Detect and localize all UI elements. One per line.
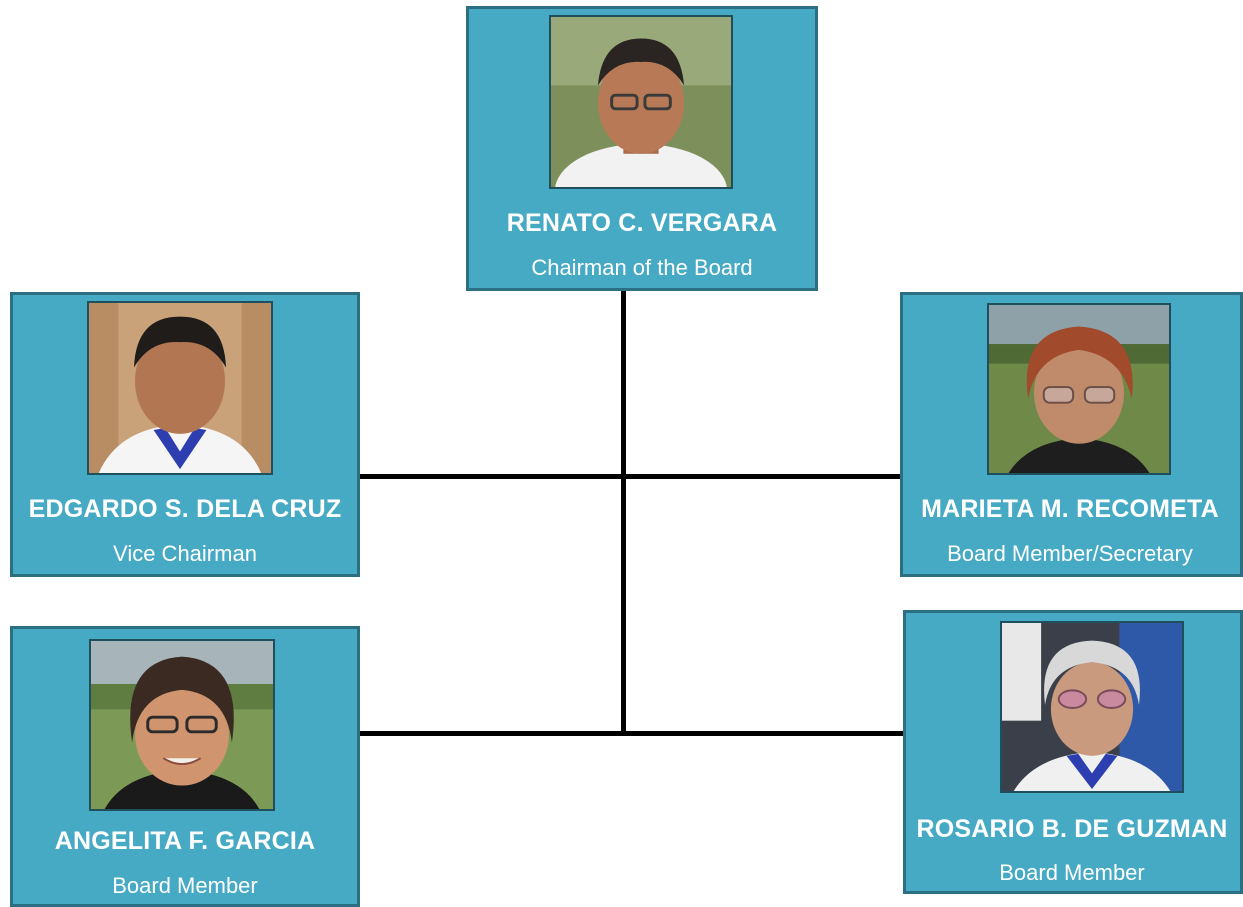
connector-horizontal-upper (357, 474, 903, 479)
member-title: Chairman of the Board (531, 255, 753, 280)
member-title: Board Member (999, 860, 1145, 885)
member-card-garcia: ANGELITA F. GARCIA Board Member (10, 626, 360, 907)
connector-horizontal-lower (357, 731, 905, 736)
member-card-chairman: RENATO C. VERGARA Chairman of the Board (466, 6, 818, 291)
member-title: Board Member/Secretary (947, 541, 1193, 566)
member-card-secretary: MARIETA M. RECOMETA Board Member/Secreta… (900, 292, 1243, 577)
member-photo (1000, 621, 1184, 793)
member-name: EDGARDO S. DELA CRUZ (28, 495, 342, 523)
member-name: RENATO C. VERGARA (506, 209, 778, 237)
member-name: ANGELITA F. GARCIA (54, 827, 316, 855)
member-photo (987, 303, 1171, 475)
member-title: Vice Chairman (113, 541, 257, 566)
member-card-de-guzman: ROSARIO B. DE GUZMAN Board Member (903, 610, 1243, 894)
member-card-vice-chairman: EDGARDO S. DELA CRUZ Vice Chairman (10, 292, 360, 577)
connector-vertical-trunk (621, 288, 626, 735)
member-name: ROSARIO B. DE GUZMAN (916, 815, 1228, 843)
member-photo (87, 301, 273, 475)
member-name: MARIETA M. RECOMETA (921, 495, 1219, 523)
member-photo (549, 15, 733, 189)
member-title: Board Member (112, 873, 258, 898)
member-photo (89, 639, 275, 811)
